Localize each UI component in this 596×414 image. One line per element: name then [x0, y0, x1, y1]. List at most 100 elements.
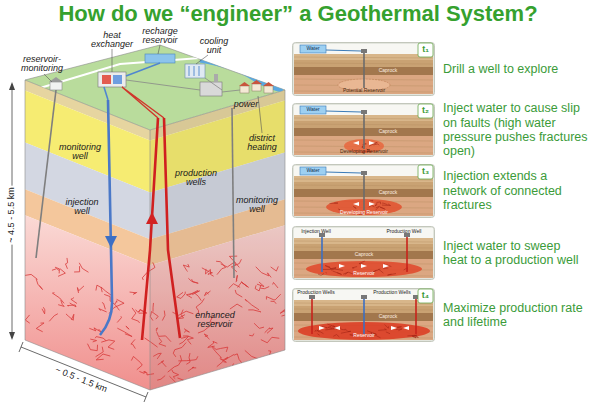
water-pipe: [326, 172, 361, 173]
fracture: [188, 367, 196, 371]
house: [240, 86, 249, 93]
time-step-box: [418, 43, 433, 57]
fracture: [95, 337, 106, 341]
face-shade: [150, 90, 285, 390]
fracture: [55, 267, 59, 273]
fracture: [96, 285, 101, 290]
fracture: [244, 379, 249, 385]
panel-label: Developing Reservoir: [340, 149, 388, 154]
fracture: [382, 203, 388, 205]
cooling-fin: [194, 66, 195, 76]
fracture: [158, 361, 166, 367]
fracture: [178, 356, 198, 361]
fracture: [208, 341, 218, 347]
flow-arrow: [105, 236, 117, 248]
well: [406, 236, 408, 272]
part-label: recharge reservoir: [136, 27, 184, 46]
well: [363, 113, 365, 149]
step-panel: Inject water to sweep heat to a producti…: [290, 225, 596, 281]
fracture: [348, 272, 353, 274]
part-label: enhanced reservoir: [187, 311, 243, 330]
fracture: [249, 334, 254, 336]
fracture: [188, 278, 198, 283]
injection-well: [100, 100, 112, 335]
fracture: [317, 330, 324, 334]
strata-line: [294, 241, 433, 242]
time-step-box: [418, 289, 433, 303]
fracture: [377, 202, 381, 204]
fracture: [34, 370, 47, 377]
fracture: [172, 370, 179, 379]
fracture: [352, 267, 357, 269]
rock-layer: [25, 215, 150, 390]
power-stack: [214, 74, 218, 82]
fracture: [265, 328, 273, 334]
panel-label: Potential Reservoir: [343, 88, 385, 93]
fracture: [101, 287, 112, 296]
fracture: [101, 340, 115, 350]
fracture: [265, 385, 275, 393]
house-roof: [239, 82, 250, 86]
step-text-holder: Drill a well to explore: [443, 41, 588, 97]
leader-line: [44, 74, 52, 82]
fracture: [30, 382, 36, 387]
panel-label: Caprock: [379, 129, 398, 134]
fracture: [323, 267, 332, 269]
leader-line: [112, 49, 113, 72]
fracture: [131, 356, 142, 369]
panel-frame: [293, 289, 435, 342]
panel-label: Production Well: [387, 229, 422, 234]
panel-label: t₄: [422, 291, 429, 300]
fracture: [153, 303, 154, 312]
fracture: [183, 264, 189, 272]
fracture: [256, 267, 271, 278]
caprock-layer: [294, 251, 433, 259]
part-label: district heating: [240, 134, 284, 153]
fracture: [145, 338, 158, 347]
fracture: [345, 329, 348, 331]
panel-label: Caprock: [379, 314, 398, 319]
panel-label: Water: [306, 46, 319, 51]
fracture: [407, 335, 417, 337]
flow-arrow: [383, 264, 389, 268]
flow-arrow: [319, 326, 325, 330]
fracture: [173, 343, 186, 357]
fracture: [23, 274, 37, 279]
production-well: [164, 118, 180, 338]
water-tank: [300, 45, 326, 53]
fracture: [52, 269, 59, 271]
fracture: [318, 274, 324, 276]
step-text-holder: Inject water to sweep heat to a producti…: [443, 225, 588, 281]
flow-arrow: [353, 141, 359, 145]
wellhead: [361, 110, 367, 114]
flow-arrow: [369, 141, 375, 145]
fracture: [58, 300, 64, 306]
wellhead: [309, 295, 315, 299]
fracture: [79, 263, 88, 272]
fracture: [326, 272, 327, 273]
monitoring-hut: [50, 82, 62, 90]
fracture: [340, 327, 346, 330]
pipe: [104, 87, 108, 100]
fracture: [370, 200, 373, 201]
well: [311, 298, 313, 334]
fracture: [362, 146, 363, 148]
fracture: [325, 266, 332, 269]
fracture: [25, 315, 29, 323]
fracture: [255, 285, 261, 291]
fracture: [359, 261, 365, 264]
part-label: monitoring well: [56, 143, 104, 162]
fracture: [52, 293, 64, 304]
fracture: [184, 329, 189, 333]
fracture: [186, 353, 190, 364]
panel-label: Developing Reservoir: [340, 210, 388, 215]
step-panel: Drill a well to explore: [290, 41, 596, 97]
flow-arrow: [353, 202, 359, 206]
part-label: injection well: [59, 198, 105, 217]
fracture: [139, 371, 145, 373]
part-label: heat exchanger: [88, 31, 136, 50]
fracture: [329, 202, 337, 204]
cooling-fin: [189, 66, 190, 76]
block-edge: [25, 80, 285, 390]
